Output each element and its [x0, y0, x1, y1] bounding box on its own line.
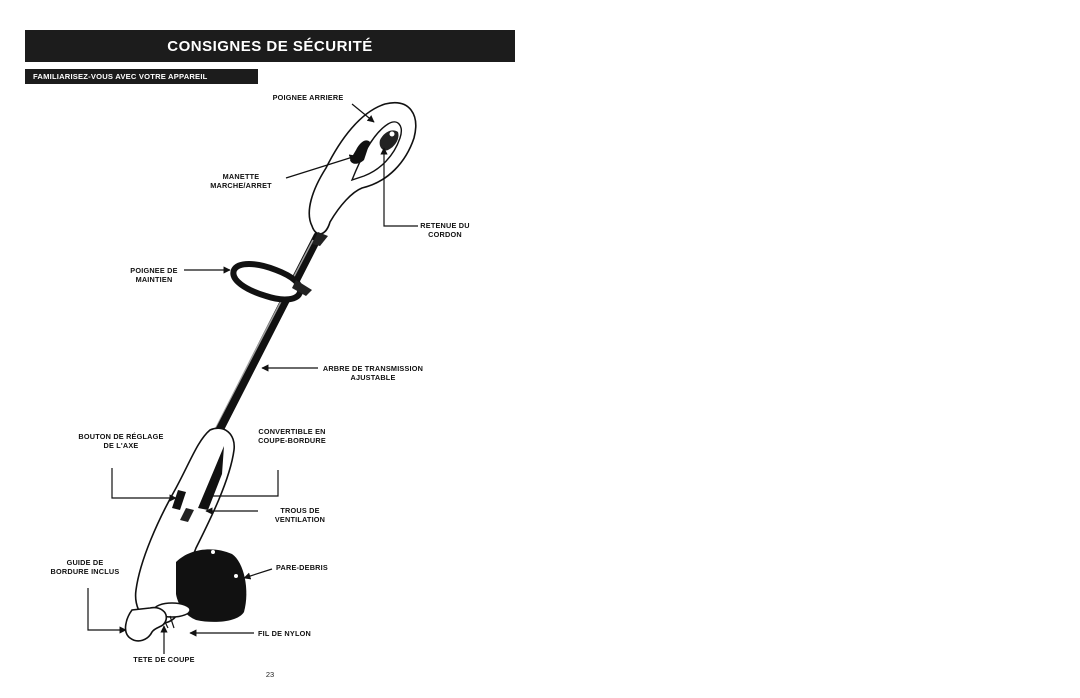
debris-guard	[176, 549, 247, 622]
leader-lines	[87, 103, 418, 654]
label-cutting-head: TETE DE COUPE	[133, 655, 195, 664]
label-cord-retainer: RETENUE DU CORDON	[420, 221, 470, 239]
label-switch: MANETTE MARCHE/ARRET	[210, 172, 272, 190]
label-rear-handle: POIGNEE ARRIERE	[272, 93, 344, 102]
label-nylon-line: FIL DE NYLON	[258, 629, 311, 638]
label-convertible: CONVERTIBLE EN COUPE-BORDURE	[258, 427, 326, 445]
label-assist-handle: POIGNEE DE MAINTIEN	[130, 266, 178, 284]
label-edge-guide: GUIDE DE BORDURE INCLUS	[50, 558, 120, 576]
page-number: 23	[265, 670, 275, 679]
label-drive-shaft: ARBRE DE TRANSMISSION AJUSTABLE	[322, 364, 424, 382]
page-title: CONSIGNES DE SÉCURITÉ	[167, 37, 373, 55]
rear-handle	[308, 102, 417, 246]
page-title-bar: CONSIGNES DE SÉCURITÉ	[25, 30, 515, 62]
cord-retainer	[379, 130, 399, 151]
edge-guide	[124, 606, 168, 642]
label-debris-guard: PARE-DEBRIS	[276, 563, 328, 572]
trimmer-diagram	[87, 102, 418, 654]
assist-handle	[230, 261, 312, 303]
label-shaft-knob: BOUTON DE RÉGLAGE DE L'AXE	[78, 432, 164, 450]
drive-shaft	[211, 231, 323, 441]
section-title: FAMILIARISEZ-VOUS AVEC VOTRE APPAREIL	[33, 72, 208, 81]
section-heading: FAMILIARISEZ-VOUS AVEC VOTRE APPAREIL	[25, 69, 258, 84]
label-vents: TROUS DE VENTILATION	[274, 506, 326, 524]
